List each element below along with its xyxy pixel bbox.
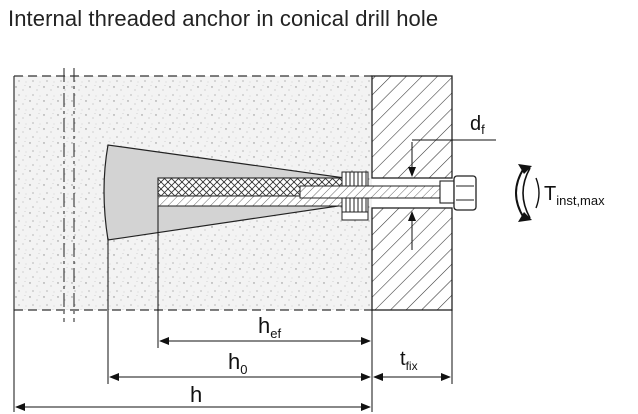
hef-label-sub: ef: [270, 326, 281, 341]
svg-text:Tinst,max: Tinst,max: [544, 183, 605, 208]
fixture-plate: [371, 75, 453, 311]
tinst-label: T: [544, 183, 556, 205]
page-title: Internal threaded anchor in conical dril…: [8, 6, 439, 31]
hef-label: h: [258, 313, 270, 338]
break-lines: [63, 68, 75, 322]
tinst-label-sub: inst,max: [556, 193, 605, 208]
svg-text:df: df: [470, 113, 485, 137]
tfix-label-sub: fix: [406, 359, 418, 373]
bolt: [299, 180, 455, 204]
h0-label: h: [228, 349, 240, 374]
torque-rotation-icon: [515, 164, 540, 222]
nut: [453, 175, 477, 211]
extension-lines: [13, 206, 453, 412]
df-dimension: [408, 139, 496, 250]
svg-text:tfix: tfix: [400, 348, 418, 373]
tfix-label: t: [400, 348, 406, 370]
df-label-sub: f: [481, 122, 485, 137]
h0-label-sub: 0: [240, 362, 247, 377]
h-label: h: [190, 382, 202, 407]
svg-text:hef: hef: [258, 313, 281, 341]
svg-text:h0: h0: [228, 349, 247, 377]
svg-text:h: h: [190, 382, 202, 407]
df-label: d: [470, 113, 481, 135]
